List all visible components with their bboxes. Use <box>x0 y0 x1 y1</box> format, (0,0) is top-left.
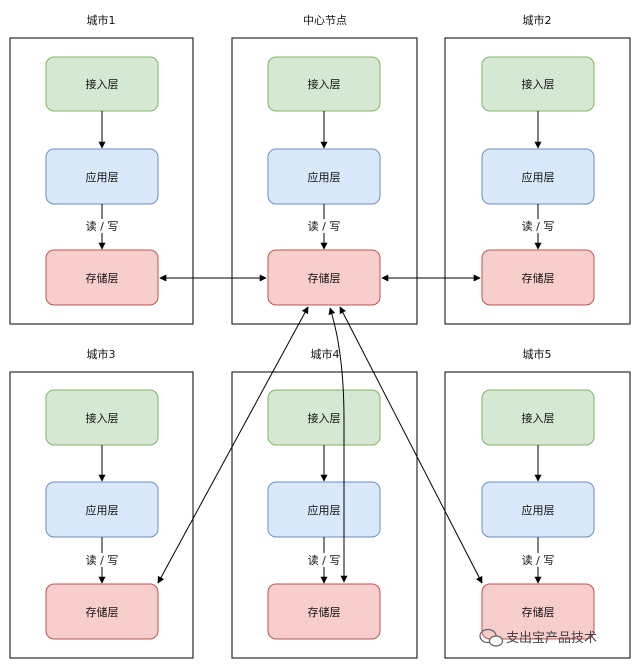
city-2-storage-layer <box>481 249 595 306</box>
center-node-app-label: 应用层 <box>308 170 341 184</box>
city-1-group: 城市1 接入层 应用层 存储层 读 / 写 <box>9 13 194 325</box>
city-1-storage-label: 存储层 <box>86 271 119 285</box>
city-1-rw-bg <box>84 219 120 233</box>
center-node-storage-label: 存储层 <box>308 271 341 285</box>
city-4-group: 城市4 接入层 应用层 存储层 读 / 写 <box>231 347 418 659</box>
center-node-access-label: 接入层 <box>308 78 341 91</box>
city-4-storage-layer <box>267 583 381 640</box>
city-3-group: 城市3 接入层 应用层 存储层 读 / 写 <box>9 347 194 659</box>
city-3-storage-layer <box>45 583 159 640</box>
city-2-app-label: 应用层 <box>522 170 555 184</box>
city-1-storage-layer <box>45 249 159 306</box>
center-node-storage-layer <box>267 249 381 306</box>
city-5-storage-layer <box>481 583 595 640</box>
city-5-rw-label: 读 / 写 <box>522 553 555 567</box>
city-5-access-label: 接入层 <box>522 412 555 425</box>
city-4-access-label: 接入层 <box>308 412 341 425</box>
city-1-frame <box>9 37 194 325</box>
center-node-frame <box>231 37 418 325</box>
city-3-rw-bg <box>84 553 120 567</box>
city-2-rw-label: 读 / 写 <box>522 219 555 233</box>
city-2-frame <box>444 37 631 325</box>
center-node-title: 中心节点 <box>303 14 347 27</box>
watermark-text: 支出宝产品技术 <box>506 631 597 646</box>
city-2-rw-bg <box>520 219 556 233</box>
city-1-rw-label: 读 / 写 <box>86 219 119 233</box>
city-5-rw-bg <box>520 553 556 567</box>
city-5-title: 城市5 <box>523 347 552 361</box>
wechat-logo-icon <box>479 628 504 647</box>
city-3-access-label: 接入层 <box>86 412 119 425</box>
city-1-title: 城市1 <box>87 13 116 27</box>
city-3-storage-label: 存储层 <box>86 605 119 619</box>
city-1-app-label: 应用层 <box>86 170 119 184</box>
city-5-group: 城市5 接入层 应用层 存储层 读 / 写 <box>444 347 631 659</box>
city-1-access-label: 接入层 <box>86 78 119 91</box>
city-5-app-label: 应用层 <box>522 503 555 517</box>
center-node-rw-label: 读 / 写 <box>308 219 341 233</box>
center-node-rw-bg <box>306 219 342 233</box>
sync-center-city3-arrow <box>157 306 309 584</box>
city-2-group: 城市2 接入层 应用层 存储层 读 / 写 <box>444 13 631 325</box>
city-3-app-label: 应用层 <box>86 503 119 517</box>
sync-center-city5-arrow <box>339 306 483 584</box>
city-2-title: 城市2 <box>523 13 552 27</box>
city-4-title: 城市4 <box>311 347 340 361</box>
center-node-group: 中心节点 接入层 应用层 存储层 读 / 写 <box>231 14 418 325</box>
city-3-title: 城市3 <box>87 347 116 361</box>
city-5-storage-label: 存储层 <box>522 605 555 619</box>
city-2-storage-label: 存储层 <box>522 271 555 285</box>
city-2-access-label: 接入层 <box>522 78 555 91</box>
city-4-app-label: 应用层 <box>308 503 341 517</box>
city-3-rw-label: 读 / 写 <box>86 553 119 567</box>
watermark: 支出宝产品技术 <box>479 628 597 647</box>
city-4-storage-label: 存储层 <box>308 605 341 619</box>
city-4-rw-label: 读 / 写 <box>308 553 341 567</box>
